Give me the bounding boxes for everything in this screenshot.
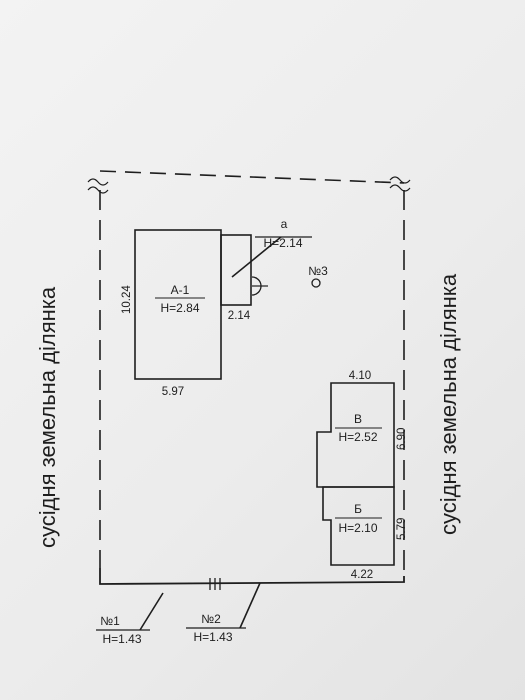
- b-bottom-dim: 4.22: [351, 569, 373, 581]
- left-side-label: сусідня земельна ділянка: [35, 286, 60, 548]
- b-height: H=2.10: [338, 521, 377, 535]
- annex-a-name: а: [281, 217, 288, 231]
- right-side-label: сусідня земельна ділянка: [436, 273, 461, 535]
- n1-height: H=1.43: [102, 632, 141, 646]
- annex-a-leader: [231, 236, 282, 278]
- n2-height: H=1.43: [193, 630, 232, 644]
- annex-a-bottom-dim: 2.14: [228, 310, 251, 322]
- well-n3-icon: [311, 278, 321, 288]
- n2-label: №2: [201, 612, 221, 626]
- building-b: [322, 486, 395, 566]
- b-name: Б: [354, 502, 362, 516]
- boundary-bottom: [99, 568, 405, 585]
- v-height: H=2.52: [338, 430, 377, 444]
- a1-name: А-1: [171, 283, 190, 297]
- v-name: В: [354, 412, 362, 426]
- n1-leader: [139, 592, 164, 631]
- gate-ticks: [209, 578, 221, 590]
- well-n3-label: №3: [308, 264, 328, 278]
- annex-a: [220, 234, 252, 306]
- break-mark-left: [87, 178, 109, 194]
- boundary-top: [99, 170, 405, 184]
- v-side-dim: 6.90: [396, 428, 408, 450]
- a1-height: H=2.84: [160, 301, 199, 315]
- n1-label: №1: [100, 614, 120, 628]
- a1-bottom-dim: 5.97: [162, 386, 184, 398]
- v-top-dim: 4.10: [349, 370, 371, 382]
- a1-side-dim: 10.24: [121, 285, 133, 314]
- break-mark-right: [389, 176, 411, 192]
- annex-a-height: H=2.14: [263, 236, 302, 250]
- b-side-dim: 5.79: [396, 518, 408, 540]
- n2-leader: [239, 582, 261, 629]
- building-v: [316, 382, 395, 488]
